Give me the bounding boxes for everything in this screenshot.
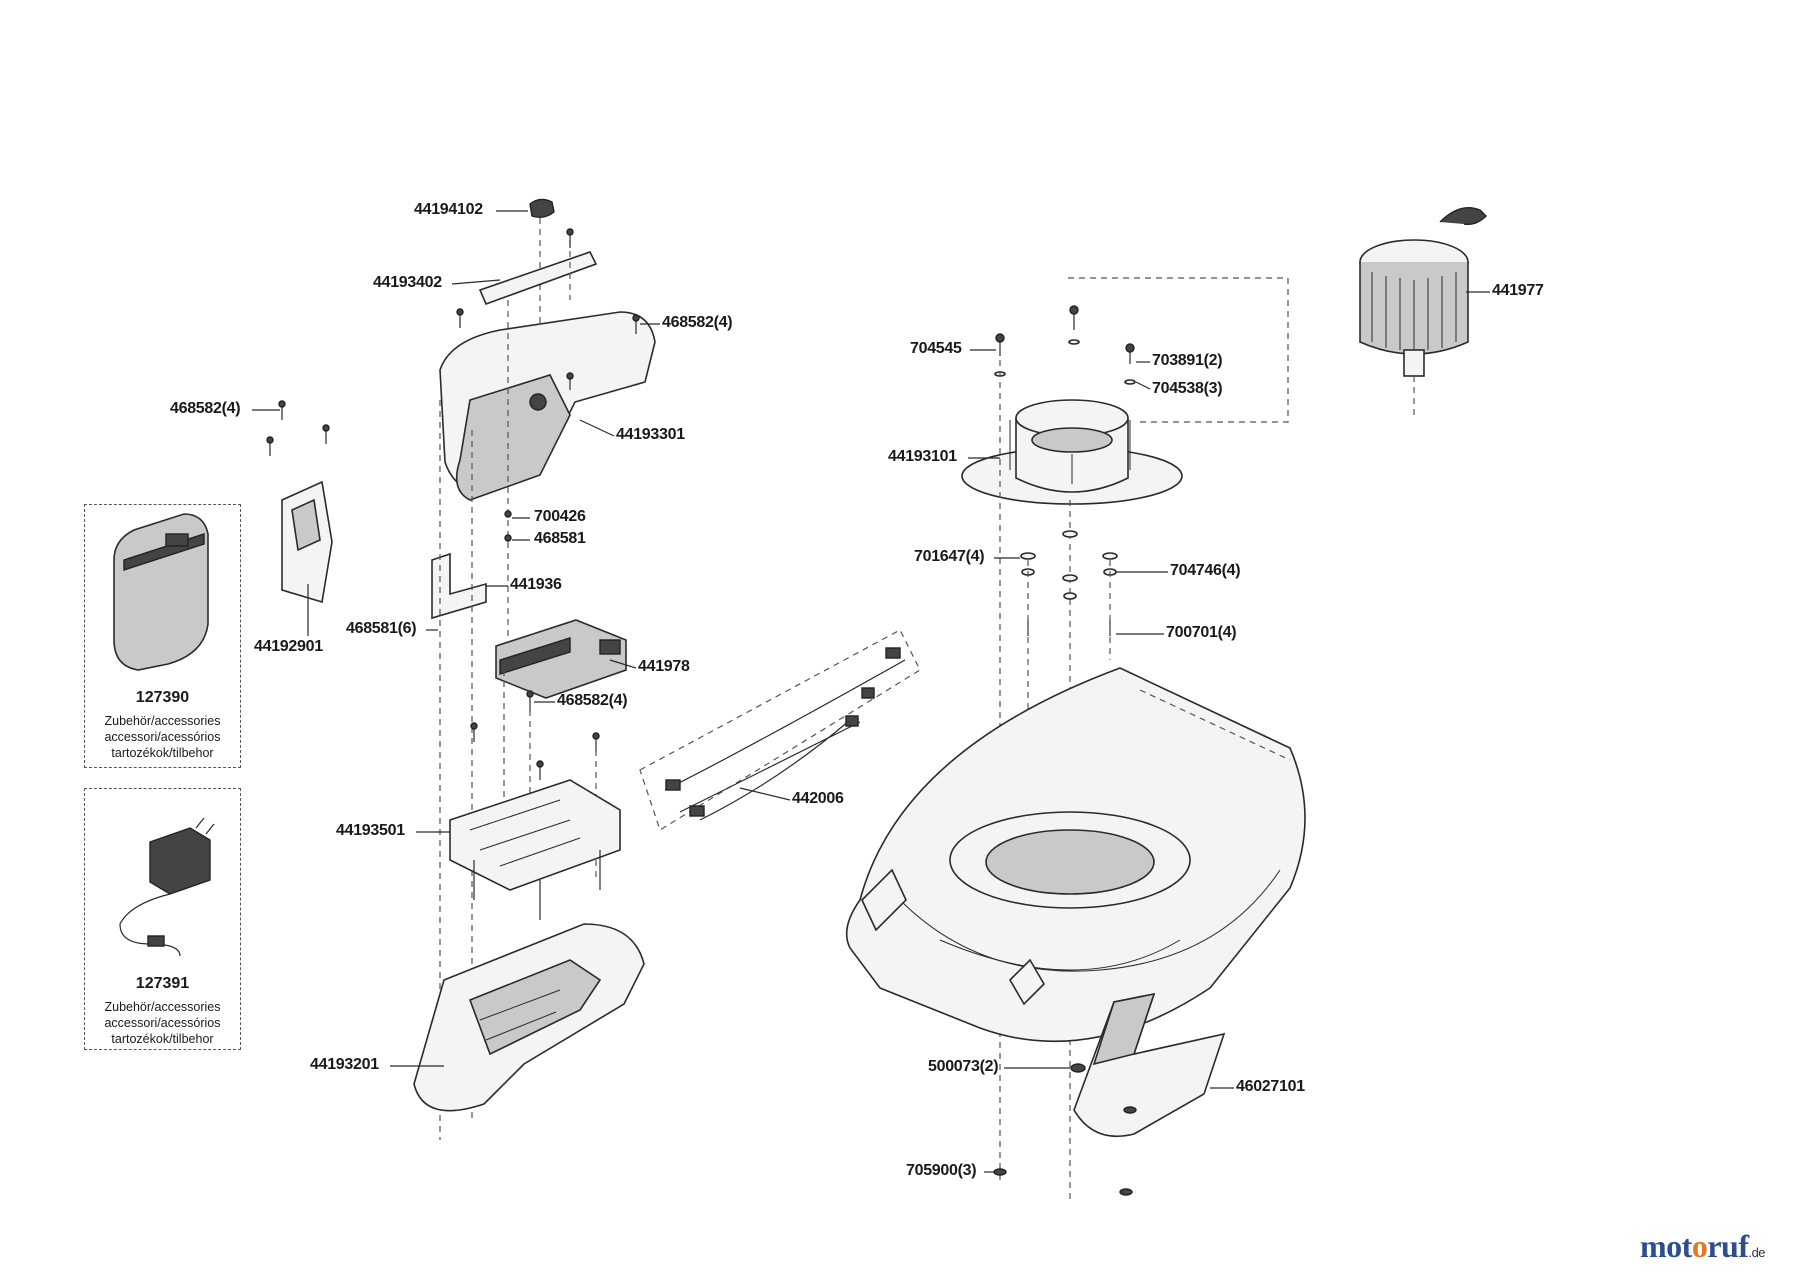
motor-mount-44193101 — [961, 399, 1183, 505]
part-label-441936: 441936 — [510, 576, 562, 593]
part-label-441978: 441978 — [638, 658, 690, 675]
mower-deck — [845, 667, 1306, 1043]
screws-468582-lower — [470, 690, 600, 880]
part-label-441977: 441977 — [1492, 282, 1544, 299]
part-label-705900-3: 705900(3) — [906, 1162, 977, 1179]
logo-part: o — [1691, 1228, 1708, 1264]
part-label-468582-4-top: 468582(4) — [662, 314, 733, 331]
base-housing-44193201 — [413, 923, 645, 1112]
part-label-44193101: 44193101 — [888, 448, 957, 465]
top-cover-44193301 — [439, 300, 656, 640]
part-label-44193201: 44193201 — [310, 1056, 379, 1073]
part-label-704545: 704545 — [910, 340, 962, 357]
controller-441978 — [495, 619, 627, 820]
part-label-442006: 442006 — [792, 790, 844, 807]
accessory-code: 127390 — [135, 689, 190, 706]
part-label-700426: 700426 — [534, 508, 586, 525]
accessory-box-charger: 127391 Zubehör/accessories accessori/ace… — [84, 788, 241, 1050]
accessory-code: 127391 — [135, 975, 190, 992]
motoruf-logo: motoruf.de — [1640, 1228, 1766, 1265]
part-label-500073-2: 500073(2) — [928, 1058, 999, 1075]
battery-pack-illustration — [113, 513, 209, 671]
part-label-468581: 468581 — [534, 530, 586, 547]
part-label-44192901: 44192901 — [254, 638, 323, 655]
knob-44194102 — [529, 198, 555, 400]
lid-44193402 — [478, 240, 598, 306]
accessory-line: tartozékok/tilbehor — [111, 1032, 214, 1046]
part-label-701647-4: 701647(4) — [914, 548, 985, 565]
part-label-468581-6: 468581(6) — [346, 620, 417, 637]
logo-part: ruf — [1707, 1228, 1749, 1264]
part-label-700701-4: 700701(4) — [1166, 624, 1237, 641]
leader-lines — [252, 210, 1490, 1173]
cable-harness-442006 — [639, 629, 921, 831]
part-label-703891-2: 703891(2) — [1152, 352, 1223, 369]
part-label-44193501: 44193501 — [336, 822, 405, 839]
screws-cover — [456, 228, 640, 542]
charger-illustration — [119, 817, 215, 957]
battery-holder-44192901 — [266, 400, 333, 636]
accessory-line: tartozékok/tilbehor — [111, 746, 214, 760]
chute-46027101 — [993, 992, 1226, 1196]
part-label-468582-4-left: 468582(4) — [170, 400, 241, 417]
logo-tld: .de — [1748, 1245, 1766, 1260]
part-label-468582-4-lower: 468582(4) — [557, 692, 628, 709]
accessory-line: Zubehör/accessories — [104, 714, 221, 728]
part-label-704746-4: 704746(4) — [1170, 562, 1241, 579]
accessory-line: accessori/acessórios — [104, 730, 221, 744]
part-label-44193301: 44193301 — [616, 426, 685, 443]
part-label-44193402: 44193402 — [373, 274, 442, 291]
accessory-line: accessori/acessórios — [104, 1016, 221, 1030]
part-label-704538-3: 704538(3) — [1152, 380, 1223, 397]
part-label-44194102: 44194102 — [414, 201, 483, 218]
housing-frame-44193501 — [449, 779, 621, 920]
motor-441977 — [1068, 207, 1487, 423]
accessory-line: Zubehör/accessories — [104, 1000, 221, 1014]
logo-part: mot — [1640, 1228, 1692, 1264]
accessory-box-battery: 127390 Zubehör/accessories accessori/ace… — [84, 504, 241, 768]
part-label-46027101: 46027101 — [1236, 1078, 1305, 1095]
